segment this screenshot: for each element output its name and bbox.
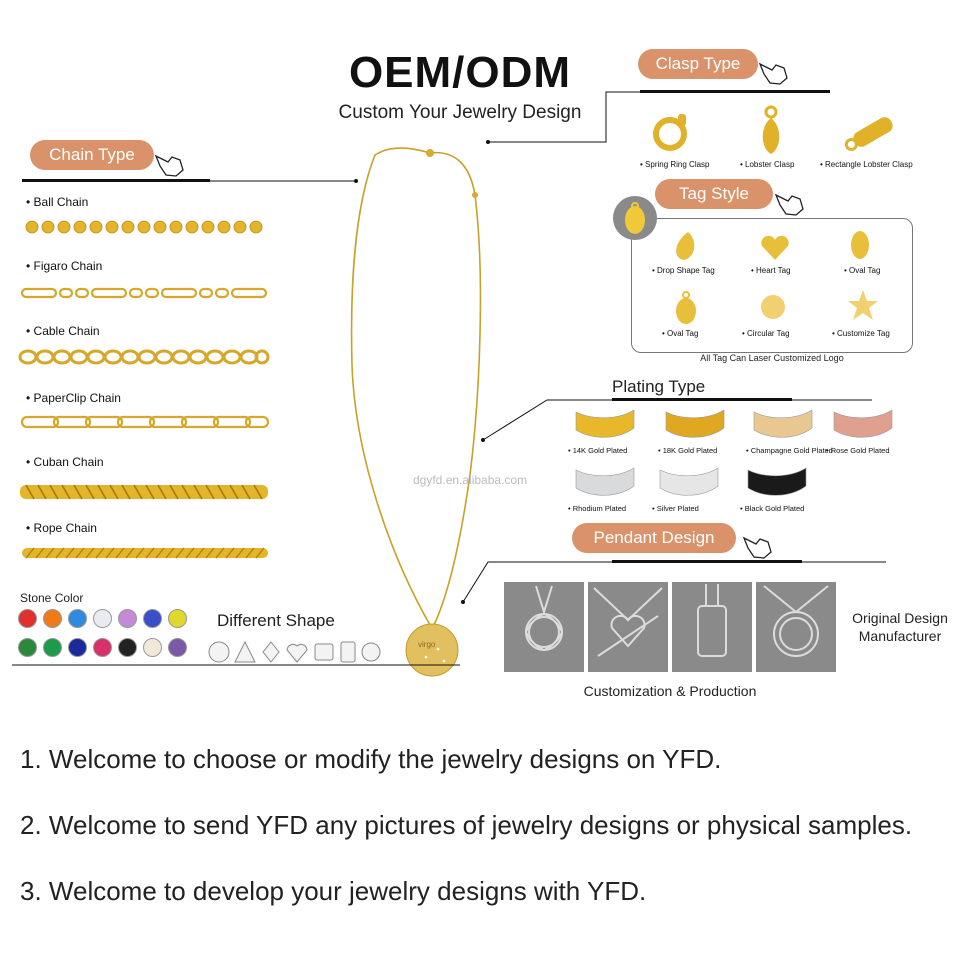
tag-item-label: Oval Tag (844, 266, 880, 275)
circular-tag-icon (761, 295, 785, 319)
celtic-knot-pendant-image (504, 582, 584, 672)
plating-item-label: Rhodium Plated (568, 504, 626, 513)
clasp-item-label: Rectangle Lobster Clasp (820, 160, 913, 169)
stone-color-swatch (68, 638, 87, 657)
pendant-design-badge: Pendant Design (572, 523, 736, 553)
clasp-type-rule (640, 90, 830, 93)
plating-item-label: Rose Gold Plated (826, 446, 890, 455)
cable-chain-icon (18, 349, 270, 365)
tag-style-panel (631, 218, 913, 353)
note-line-1: 1. Welcome to choose or modify the jewel… (20, 744, 722, 774)
plating-swatch (659, 467, 719, 496)
chain-item-label: PaperClip Chain (26, 391, 121, 405)
pointing-hand-icon (774, 193, 804, 216)
stone-color-swatch (18, 638, 37, 657)
plating-swatch (753, 409, 813, 438)
svg-text:virgo: virgo (418, 640, 436, 649)
watermark-text: dgyfd.en.alibaba.com (413, 473, 528, 487)
ball-chain-icon (25, 220, 263, 234)
stone-color-swatch (118, 609, 137, 628)
plating-item-label: Champagne Gold Plated (746, 446, 833, 455)
cuban-chain-icon (20, 484, 268, 500)
note-line-2: 2. Welcome to send YFD any pictures of j… (20, 810, 913, 840)
chain-item-label: Cable Chain (26, 324, 100, 338)
chain-item-label: Ball Chain (26, 195, 89, 209)
pendant-caption: Customization & Production (583, 683, 757, 699)
dog-tag-pendant-image (672, 582, 752, 672)
chain-item-label: Cuban Chain (26, 455, 104, 469)
note-line-3: 3. Welcome to develop your jewelry desig… (20, 876, 647, 906)
clasp-item-label: Spring Ring Clasp (640, 160, 709, 169)
spring-ring-clasp-icon (653, 114, 687, 151)
rectangle-lobster-clasp-icon (844, 117, 893, 151)
clasp-type-badge: Clasp Type (638, 49, 758, 79)
stone-color-swatch (93, 638, 112, 657)
necklace-image: virgo (350, 147, 482, 677)
tag-item-label: Circular Tag (742, 329, 790, 338)
rope-chain-icon (22, 547, 268, 559)
lobster-clasp-icon (762, 105, 780, 154)
page-title: OEM/ODM (348, 48, 572, 97)
heart-arrow-pendant-image (588, 582, 668, 672)
plating-swatch (833, 409, 893, 438)
tag-note: All Tag Can Laser Customized Logo (700, 353, 844, 363)
stone-color-swatch (93, 609, 112, 628)
stone-color-swatch (43, 609, 62, 628)
heart-tag-icon (761, 235, 789, 260)
chain-type-badge: Chain Type (30, 140, 154, 170)
gem-shapes-icon (208, 640, 381, 663)
original-design-text: Original Design Manufacturer (842, 609, 958, 645)
paperclip-chain-icon (20, 415, 270, 429)
tag-item-label: Customize Tag (832, 329, 890, 338)
oval-tag-icon (676, 291, 696, 324)
plating-swatch (575, 409, 635, 438)
stone-color-swatch (168, 638, 187, 657)
tag-item-label: Drop Shape Tag (652, 266, 715, 275)
stone-color-swatch (143, 609, 162, 628)
stone-color-label: Stone Color (20, 591, 84, 605)
stone-color-swatch (143, 638, 162, 657)
plating-swatch (747, 467, 807, 496)
plating-item-label: Silver Plated (652, 504, 699, 513)
tag-style-badge: Tag Style (655, 179, 773, 209)
plating-type-label: Plating Type (612, 377, 706, 396)
pendant-design-rule (612, 560, 802, 563)
original-design-line1: Original Design (852, 610, 948, 626)
star-tag-icon (848, 290, 878, 320)
tag-item-label: Oval Tag (662, 329, 698, 338)
plating-item-label: 14K Gold Plated (568, 446, 628, 455)
plating-item-label: Black Gold Plated (740, 504, 805, 513)
original-design-line2: Manufacturer (858, 628, 942, 644)
pointing-hand-icon (742, 536, 772, 559)
stone-color-swatch (168, 609, 187, 628)
chain-type-rule (22, 179, 210, 182)
tag-item-label: Heart Tag (751, 266, 791, 275)
stone-color-swatch (118, 638, 137, 657)
oval-tag-icon (851, 231, 869, 259)
plating-swatch (575, 467, 635, 496)
saint-medal-pendant-image (756, 582, 836, 672)
clasp-item-label: Lobster Clasp (740, 160, 794, 169)
tag-style-circle-icon (613, 196, 657, 240)
chain-item-label: Figaro Chain (26, 259, 103, 273)
page-subtitle: Custom Your Jewelry Design (338, 102, 582, 123)
plating-item-label: 18K Gold Plated (658, 446, 718, 455)
figaro-chain-icon (20, 287, 268, 299)
different-shape-label: Different Shape (217, 611, 335, 630)
plating-type-rule (612, 398, 792, 401)
drop-shape-tag-icon (676, 232, 695, 260)
chain-item-label: Rope Chain (26, 521, 97, 535)
stone-color-swatch (68, 609, 87, 628)
plating-swatch (665, 409, 725, 438)
pointing-hand-icon (154, 154, 184, 177)
stone-color-swatch (43, 638, 62, 657)
pointing-hand-icon (758, 62, 788, 85)
stone-color-swatch (18, 609, 37, 628)
